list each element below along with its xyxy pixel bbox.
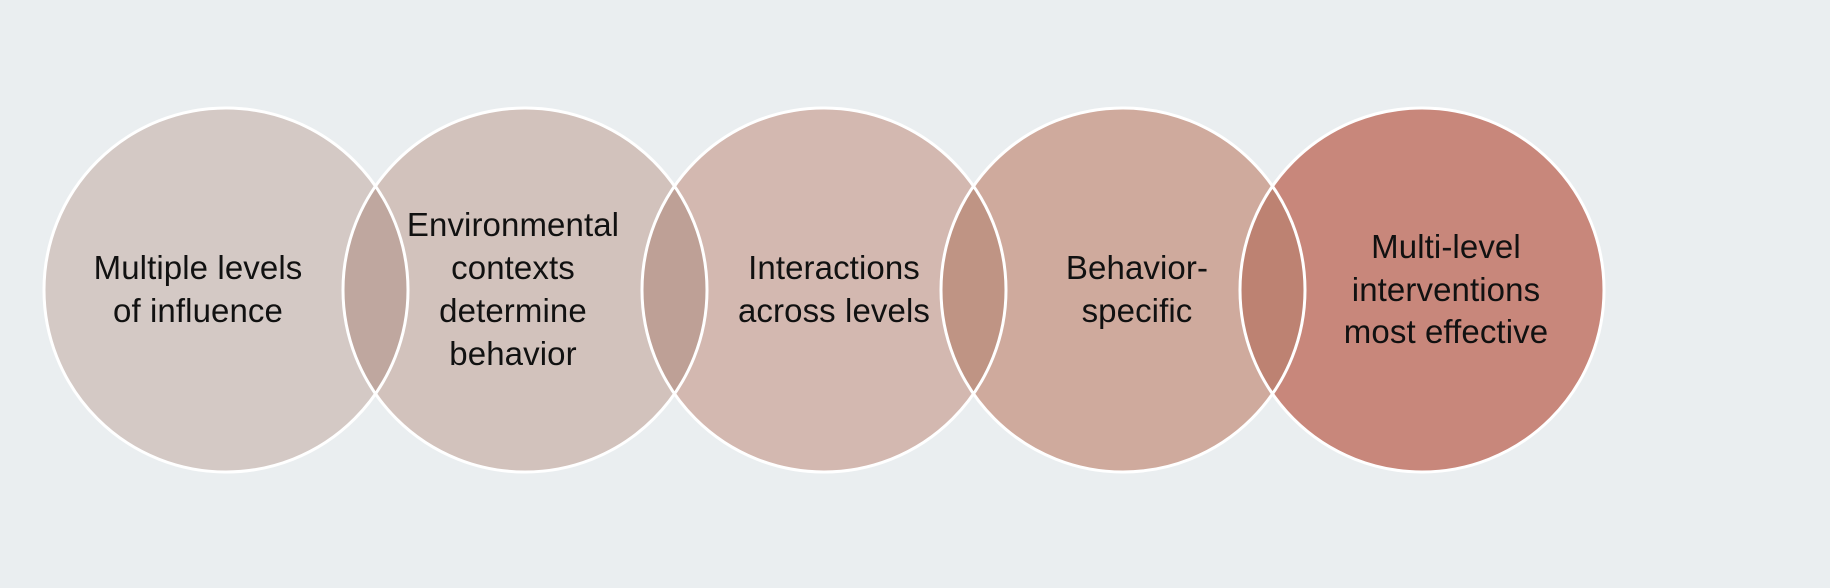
venn-circle-3-outline: [640, 106, 1008, 474]
venn-circle-1[interactable]: [44, 108, 408, 472]
venn-circle-fills: [44, 108, 1604, 472]
venn-circle-5[interactable]: [1240, 108, 1604, 472]
venn-circle-4[interactable]: [941, 108, 1305, 472]
venn-circle-outlines: [42, 106, 1606, 474]
venn-circle-5-outline: [1238, 106, 1606, 474]
venn-circle-1-outline: [42, 106, 410, 474]
venn-circle-3[interactable]: [642, 108, 1006, 472]
venn-circle-4-outline: [939, 106, 1307, 474]
venn-circle-2[interactable]: [343, 108, 707, 472]
venn-circle-2-outline: [341, 106, 709, 474]
